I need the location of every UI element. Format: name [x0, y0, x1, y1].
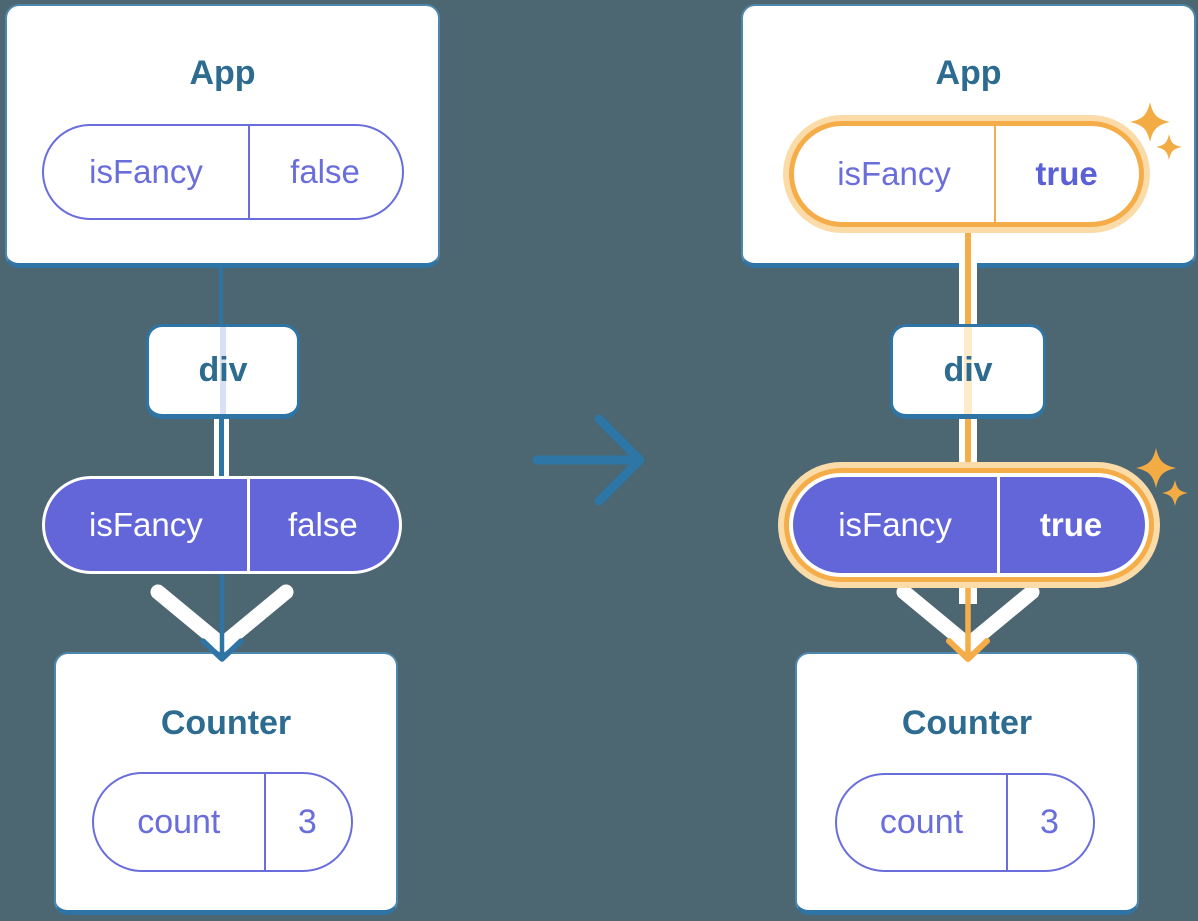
app-prop-pill-before: isFancy false [42, 124, 404, 220]
prop-passthrough-line [220, 327, 226, 414]
counter-title: Counter [901, 704, 1033, 742]
pill-divider [263, 774, 266, 870]
pill-divider [246, 479, 250, 571]
pill-divider [248, 126, 251, 218]
app-prop-pill-after: isFancy true [789, 121, 1144, 227]
prop-value: true [1035, 155, 1098, 192]
sparkle-icon [1130, 102, 1182, 160]
prop-value: false [290, 153, 360, 190]
prop-value: true [1039, 506, 1103, 543]
prop-flow-line-after [965, 417, 971, 479]
state-name: count [137, 802, 221, 841]
down-arrow-icon [896, 570, 1040, 662]
prop-name: isFancy [838, 506, 952, 543]
counter-state-pill-after: count 3 [835, 773, 1095, 872]
prop-flow-line-after [965, 225, 971, 326]
div-node-before: div [146, 324, 300, 419]
right-arrow-icon [532, 414, 645, 506]
prop-flow-line-before [219, 417, 224, 479]
passed-prop-pill-after: isFancy true [789, 473, 1149, 577]
down-arrow-icon [150, 570, 294, 662]
pill-divider [1005, 775, 1008, 870]
counter-title: Counter [160, 704, 292, 742]
passed-prop-pill-before: isFancy false [42, 476, 402, 574]
prop-passthrough-line [964, 327, 972, 414]
prop-name: isFancy [89, 153, 203, 190]
div-label: div [943, 351, 993, 389]
pill-divider [994, 126, 997, 222]
div-node-after: div [890, 324, 1046, 419]
state-value: 3 [1040, 803, 1059, 841]
state-name: count [879, 803, 964, 841]
sparkle-icon [1136, 448, 1188, 506]
prop-value: false [288, 506, 358, 543]
pill-divider [997, 477, 1001, 573]
app-title: App [189, 54, 256, 92]
div-label: div [198, 351, 248, 389]
prop-name: isFancy [837, 155, 951, 192]
app-title: App [935, 54, 1002, 92]
counter-state-pill-before: count 3 [92, 772, 353, 872]
prop-name: isFancy [89, 506, 203, 543]
state-value: 3 [297, 802, 317, 841]
prop-flow-line-before [219, 264, 223, 326]
